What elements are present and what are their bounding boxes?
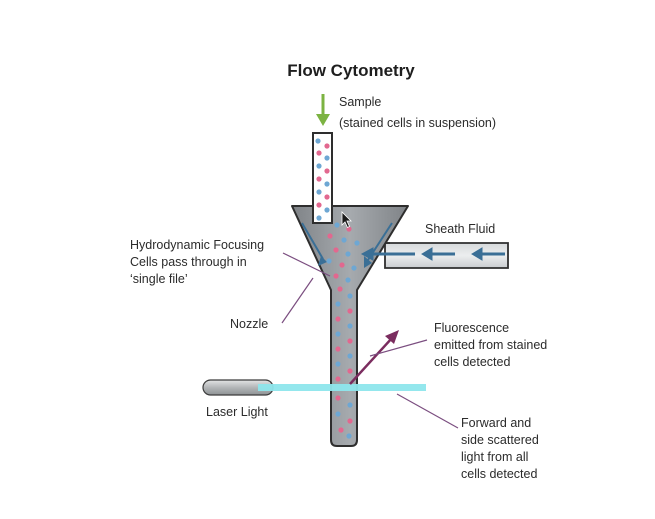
fluorescence-label-line3: cells detected	[434, 355, 510, 369]
stained-cell-blue	[351, 265, 357, 271]
fluorescence-arrow-icon	[349, 330, 399, 385]
stained-cell-blue	[335, 411, 341, 417]
stained-cell-blue	[324, 155, 330, 161]
stained-cell-blue	[347, 353, 353, 359]
fluorescence-label-line1: Fluorescence	[434, 321, 509, 335]
stained-cells-group	[315, 138, 360, 439]
stained-cell-pink	[327, 233, 333, 239]
stained-cell-pink	[316, 202, 322, 208]
stained-cell-blue	[345, 277, 351, 283]
stained-cell-pink	[347, 418, 353, 424]
stained-cell-pink	[316, 150, 322, 156]
stained-cell-blue	[316, 163, 322, 169]
sample-description: (stained cells in suspension)	[339, 116, 496, 130]
focusing-label-line2: Cells pass through in	[130, 255, 247, 269]
scatter-label-line3: light from all	[461, 450, 528, 464]
stained-cell-pink	[347, 368, 353, 374]
stained-cell-pink	[316, 176, 322, 182]
focusing-leader-line	[282, 252, 331, 277]
stained-cell-blue	[354, 240, 360, 246]
stained-cell-pink	[324, 168, 330, 174]
focusing-label-line1: Hydrodynamic Focusing	[130, 238, 264, 252]
sheath-fluid-arrow-icon	[360, 247, 505, 261]
stained-cell-blue	[335, 331, 341, 337]
stained-cell-blue	[324, 207, 330, 213]
stained-cell-pink	[335, 395, 341, 401]
stained-cell-blue	[326, 258, 332, 264]
stained-cell-blue	[315, 138, 321, 144]
stained-cell-pink	[339, 262, 345, 268]
stained-cell-pink	[337, 286, 343, 292]
stained-cell-blue	[316, 215, 322, 221]
fluorescence-leader-line	[369, 339, 428, 357]
sample-label: Sample	[339, 95, 381, 109]
nozzle-leader-line	[281, 277, 314, 324]
fluorescence-label-line2: emitted from stained	[434, 338, 547, 352]
stained-cell-pink	[335, 376, 341, 382]
scatter-label-line2: side scattered	[461, 433, 539, 447]
stained-cell-pink	[335, 316, 341, 322]
focusing-label-line3: ‘single file’	[130, 272, 188, 286]
stained-cell-blue	[347, 293, 353, 299]
diagram-title: Flow Cytometry	[287, 61, 415, 80]
sheath-fluid-label: Sheath Fluid	[425, 222, 495, 236]
stained-cell-blue	[335, 361, 341, 367]
stained-cell-blue	[347, 323, 353, 329]
stained-cell-blue	[335, 301, 341, 307]
stained-cell-pink	[333, 273, 339, 279]
stained-cell-pink	[335, 346, 341, 352]
stained-cell-pink	[333, 247, 339, 253]
stained-cell-blue	[334, 222, 340, 228]
stained-cell-blue	[346, 433, 352, 439]
scatter-leader-line	[396, 393, 459, 429]
scatter-label-line4: cells detected	[461, 467, 537, 481]
laser-light-label: Laser Light	[206, 405, 268, 419]
stained-cell-pink	[338, 427, 344, 433]
stained-cell-pink	[347, 338, 353, 344]
scatter-label-line1: Forward and	[461, 416, 531, 430]
stained-cell-blue	[341, 237, 347, 243]
nozzle-label: Nozzle	[230, 317, 268, 331]
stained-cell-pink	[324, 194, 330, 200]
laser-beam	[258, 384, 426, 391]
stained-cell-pink	[324, 143, 330, 149]
stained-cell-blue	[345, 251, 351, 257]
mouse-pointer-icon	[341, 211, 352, 229]
stained-cell-blue	[324, 181, 330, 187]
stained-cell-pink	[347, 308, 353, 314]
stained-cell-blue	[316, 189, 322, 195]
stained-cell-blue	[347, 402, 353, 408]
sample-arrow-icon	[316, 94, 330, 126]
